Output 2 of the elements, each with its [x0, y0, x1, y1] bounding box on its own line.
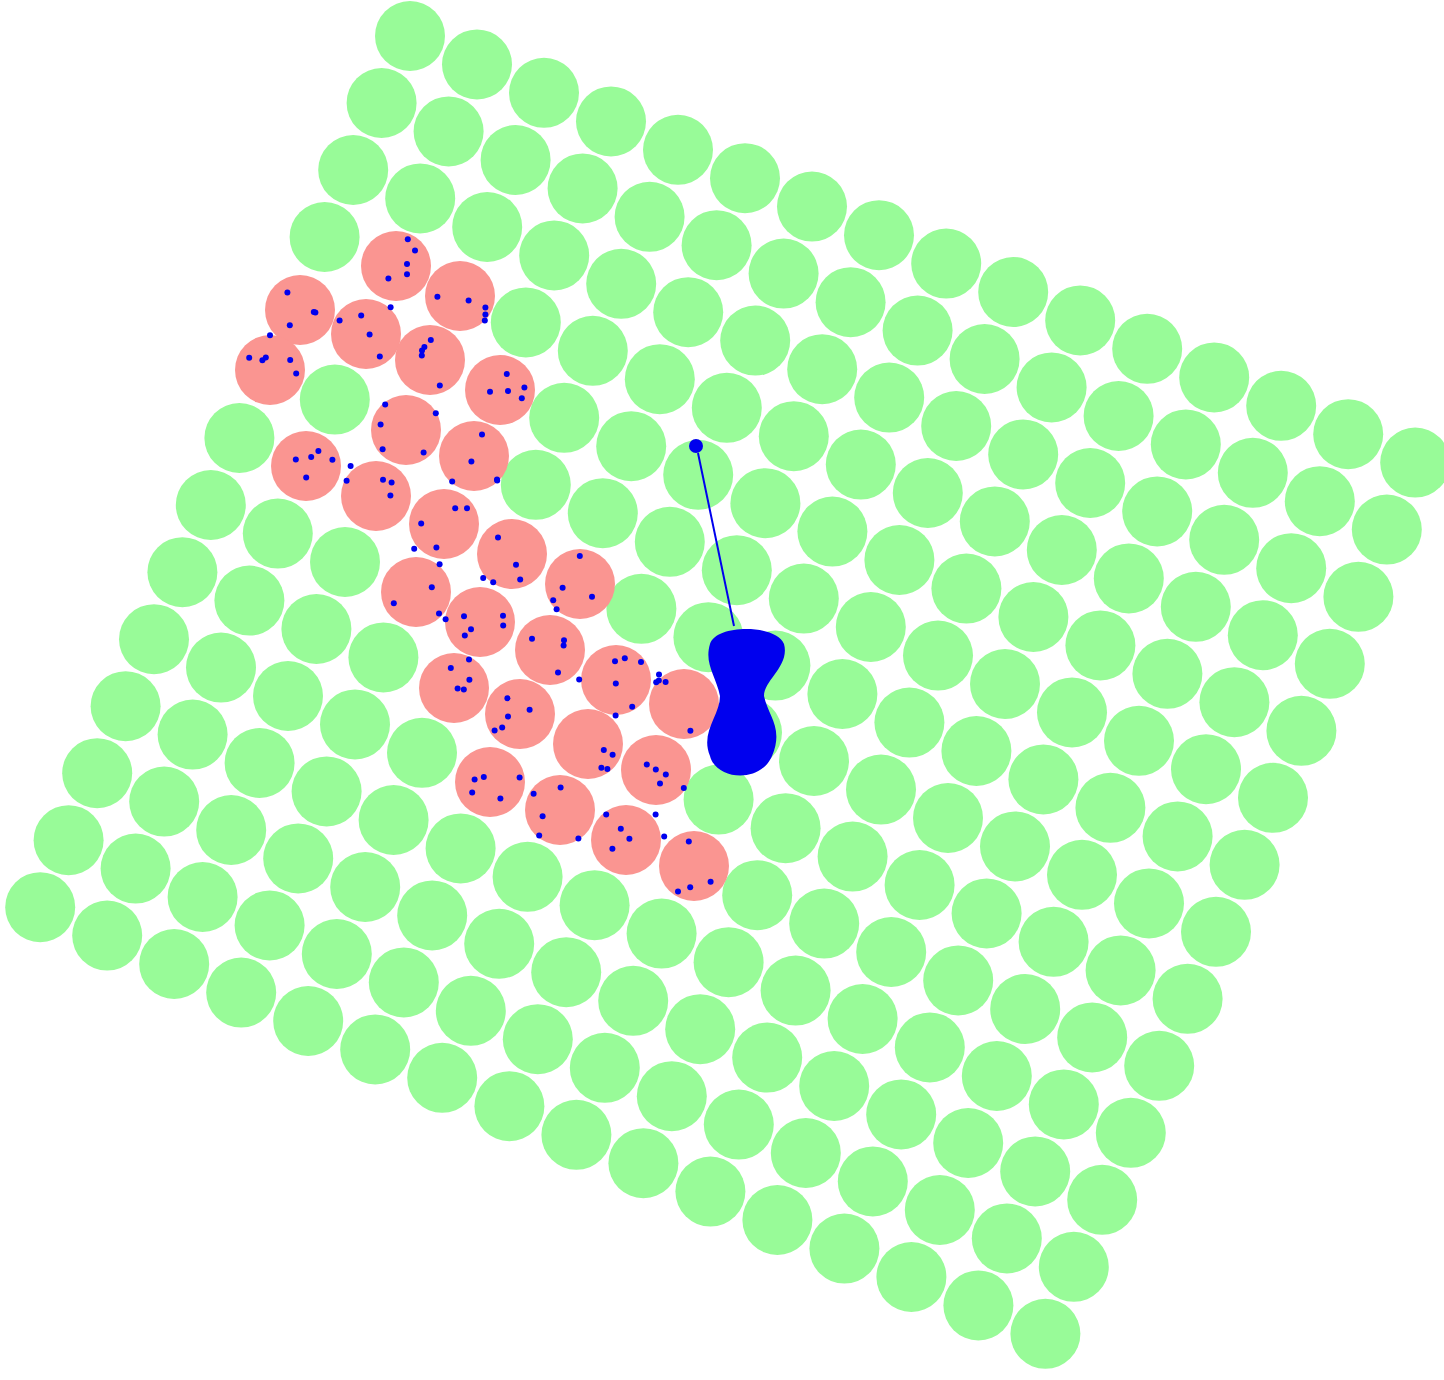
- marker-dot: [689, 439, 703, 453]
- blob-shape: [707, 629, 785, 776]
